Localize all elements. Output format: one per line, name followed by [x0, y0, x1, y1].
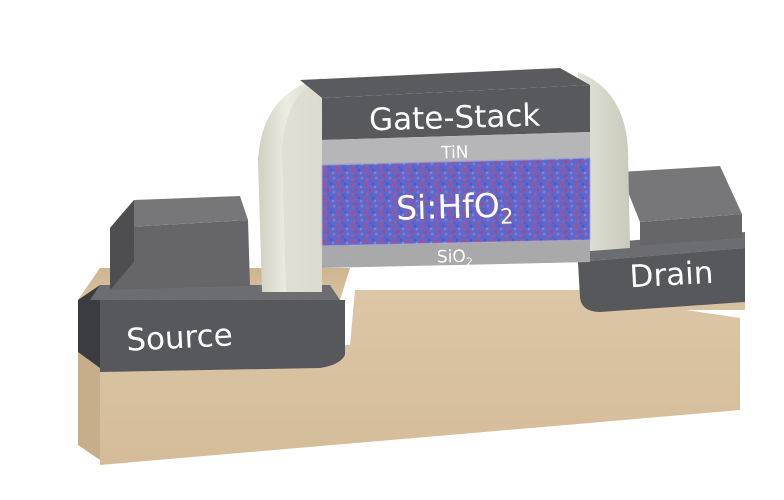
sio2-label: SiO2: [437, 247, 474, 270]
hfo2-label-sub: 2: [500, 204, 514, 228]
source-label: Source: [125, 317, 233, 359]
left-spacer-edge: [282, 78, 322, 292]
hfo2-layer: [322, 158, 590, 246]
gate-metal-layer: [322, 85, 590, 140]
hfo2-label-main: Si:HfO: [396, 186, 501, 228]
gate-top-face: [300, 68, 590, 98]
drain-contact-top: [620, 166, 742, 222]
sio2-layer: [322, 240, 590, 268]
drain-region: [570, 166, 745, 312]
sio2-label-main: SiO: [437, 247, 466, 268]
sio2-label-sub: 2: [466, 256, 473, 269]
gate-structure: [258, 68, 630, 292]
right-spacer: [578, 72, 630, 252]
source-contact-side: [110, 200, 134, 290]
substrate-front: [100, 290, 740, 465]
tin-label: TiN: [440, 143, 469, 164]
drain-label: Drain: [629, 255, 715, 295]
hfo2-label: Si:HfO2: [396, 185, 514, 231]
drain-front: [578, 248, 745, 312]
source-side: [78, 285, 100, 368]
source-contact-top: [110, 196, 248, 228]
drain-contact-front: [640, 214, 742, 246]
source-region: [78, 196, 345, 372]
tin-layer: [322, 132, 590, 165]
source-front: [100, 300, 345, 372]
gate-stack-label: Gate-Stack: [369, 98, 541, 139]
source-contact-front: [110, 220, 250, 290]
